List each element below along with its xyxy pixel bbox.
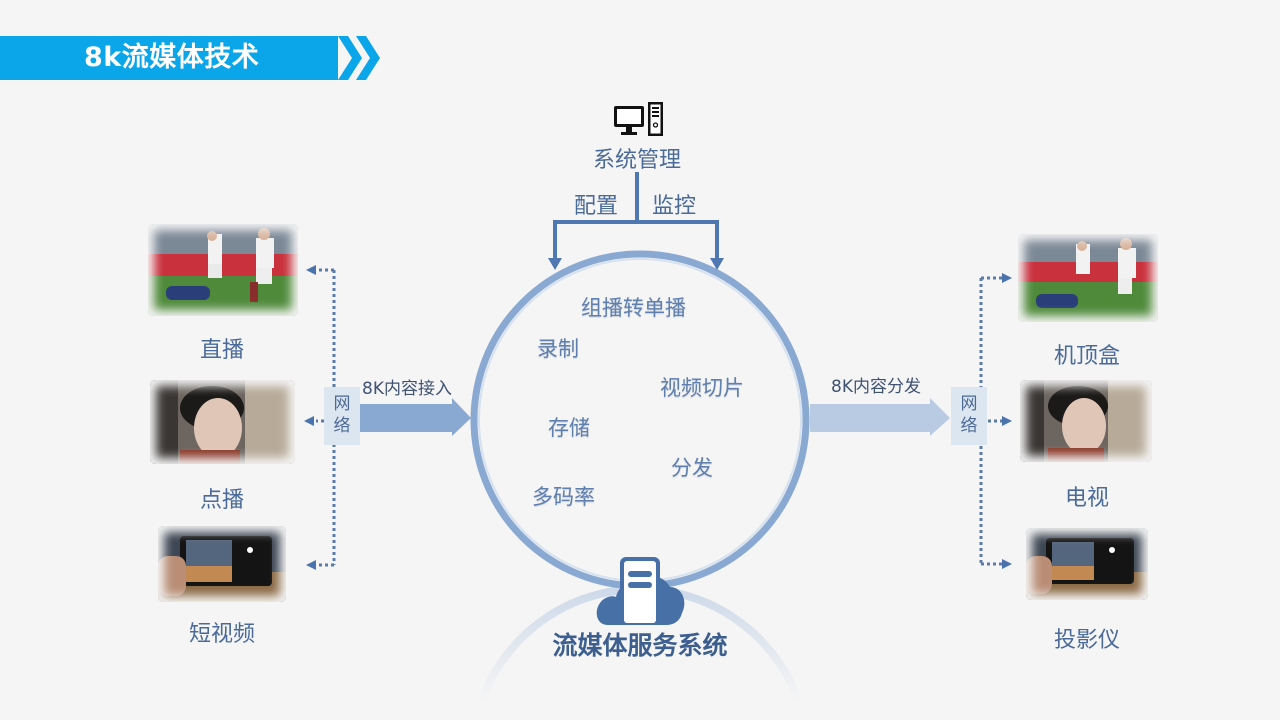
source-live-label: 直播	[199, 338, 245, 363]
source-short-video-label: 短视频	[188, 622, 256, 647]
ingest-network-box: 网 络	[324, 387, 360, 445]
drama-actor-image	[1020, 380, 1152, 462]
projector-thumbnail	[1026, 528, 1148, 600]
source-vod-label: 点播	[199, 488, 245, 513]
page-title: 8k流媒体技术	[84, 42, 260, 73]
monitor-label: 监控	[652, 194, 697, 219]
set-top-box-thumbnail	[1018, 234, 1158, 322]
phone-video-image	[158, 526, 286, 602]
network-label-char: 网	[960, 394, 978, 414]
function-recording: 录制	[537, 337, 579, 361]
streaming-server-title: 流媒体服务系统	[552, 631, 728, 660]
vod-thumbnail	[150, 380, 295, 464]
network-label-char: 网	[333, 394, 351, 414]
target-tv-label: 电视	[1064, 486, 1110, 511]
soccer-match-image	[148, 224, 298, 316]
function-multi-bitrate: 多码率	[532, 485, 595, 509]
live-thumbnail	[148, 224, 298, 316]
system-management-label: 系统管理	[592, 148, 682, 173]
function-storage: 存储	[548, 416, 590, 440]
config-label: 配置	[574, 194, 619, 219]
tv-thumbnail	[1020, 380, 1152, 462]
drama-actor-image	[150, 380, 295, 464]
distribution-arrow-label: 8K内容分发	[831, 377, 921, 397]
function-multicast-to-unicast: 组播转单播	[581, 296, 686, 320]
desktop-computer-icon	[614, 102, 663, 136]
function-distribution: 分发	[671, 456, 713, 480]
distribution-network-box: 网 络	[951, 387, 987, 445]
chevron-right-icon	[338, 36, 380, 80]
phone-video-image	[1026, 528, 1148, 600]
network-label-char: 络	[960, 416, 978, 436]
soccer-match-image	[1018, 234, 1158, 322]
title-bar	[0, 36, 338, 80]
target-set-top-box-label: 机顶盒	[1053, 344, 1121, 369]
cloud-server-icon	[596, 557, 685, 625]
short-video-thumbnail	[158, 526, 286, 602]
network-label-char: 络	[333, 416, 351, 436]
ingest-arrow-label: 8K内容接入	[362, 379, 452, 399]
function-video-slicing: 视频切片	[660, 376, 744, 400]
target-projector-label: 投影仪	[1053, 628, 1121, 653]
